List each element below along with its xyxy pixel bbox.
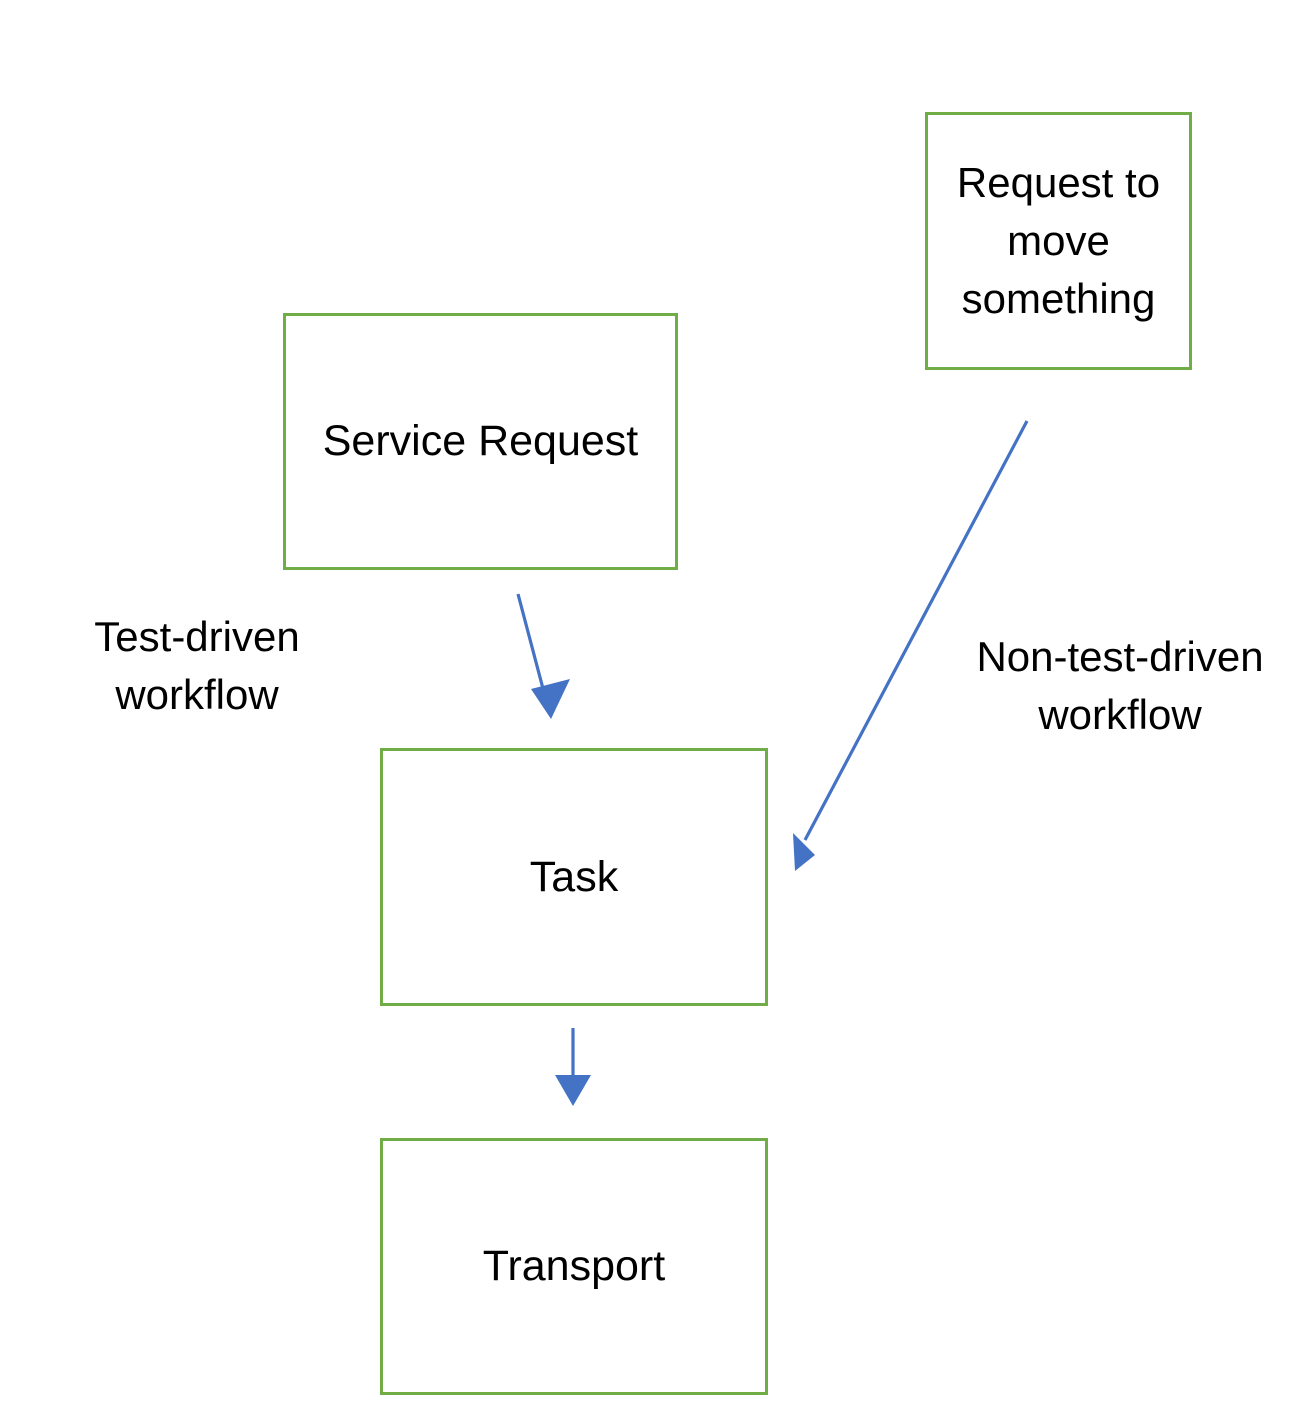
arrowhead-request-move-to-task (793, 833, 815, 871)
edge-service-request-to-task (516, 593, 570, 719)
edge-line-service-request-to-task (516, 593, 548, 701)
edge-task-to-transport (555, 1028, 591, 1106)
node-transport[interactable]: Transport (380, 1138, 768, 1395)
annotation-non-test-driven-workflow: Non-test-driven workflow (976, 633, 1264, 738)
annotation-test-driven-workflow: Test-driven workflow (94, 613, 300, 718)
node-task[interactable]: Task (380, 748, 768, 1006)
node-service-request[interactable]: Service Request (283, 313, 678, 570)
node-label-request-to-move-something: Request to move something (956, 159, 1161, 322)
node-request-to-move-something[interactable]: Request to move something (925, 112, 1192, 370)
arrowhead-service-request-to-task (531, 679, 570, 719)
arrowhead-task-to-transport (555, 1075, 591, 1106)
node-label-transport: Transport (482, 1242, 666, 1291)
node-label-service-request: Service Request (322, 417, 639, 466)
node-label-task: Task (529, 852, 619, 901)
